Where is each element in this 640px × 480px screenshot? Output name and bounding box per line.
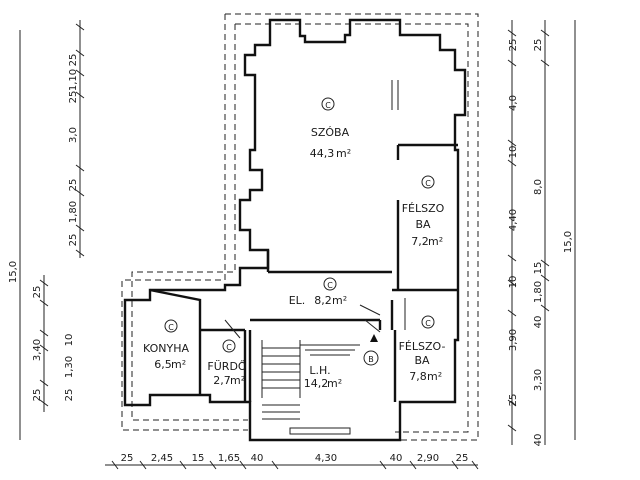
- furdo-wall: [200, 328, 247, 402]
- dim-right-mid-0: 25: [533, 39, 544, 52]
- room-marker-szoba: C: [321, 97, 335, 111]
- room-name-lh: L.H.: [309, 364, 330, 377]
- dim-left-lower-1: 3,40: [32, 339, 43, 361]
- dim-line-left-lower: [39, 275, 49, 412]
- main-wall-outline: [123, 18, 467, 442]
- dim-left-5: 1,80: [68, 201, 79, 223]
- dim-right-mid-2: 15: [533, 262, 544, 275]
- dim-bottom-3: 1,65: [218, 453, 240, 464]
- el-south-wall: [250, 318, 382, 330]
- room-area-szoba: 44,3: [310, 147, 335, 160]
- felszoba-wall: [392, 143, 458, 292]
- dim-line-right-mid: [540, 20, 550, 445]
- staircase: [261, 319, 381, 420]
- dim-bottom-0: 25: [121, 453, 134, 464]
- dim-left-3: 3,0: [68, 127, 79, 143]
- dim-right-6: 3,90: [508, 329, 519, 351]
- dim-right-4: 10: [508, 276, 519, 289]
- room-name-konyha: KONYHA: [143, 342, 189, 355]
- dim-right-total: 15,0: [563, 231, 574, 253]
- room-name-felszoba1: FÉLSZO: [402, 202, 445, 215]
- svg-text:C: C: [168, 323, 174, 332]
- room-marker-konyha: C: [164, 319, 178, 333]
- room-marker-felszoba1: C: [421, 175, 435, 189]
- svg-text:C: C: [327, 281, 333, 290]
- dim-bottom-2: 15: [192, 453, 205, 464]
- dim-left-lower-4: 25: [32, 389, 43, 402]
- dim-left-lower-2: 10: [64, 334, 75, 347]
- room-marker-felszoba2: C: [421, 315, 435, 329]
- room-name-felszoba2: FÉLSZO-: [399, 340, 446, 353]
- dim-right-2: 10: [508, 146, 519, 159]
- room-area-el: 8,2: [314, 294, 332, 307]
- dim-bottom-4: 40: [251, 453, 264, 464]
- dim-right-1: 4,0: [508, 95, 519, 111]
- svg-text:B: B: [368, 355, 374, 364]
- room-name-furdo: FÜRDŐ: [207, 359, 246, 373]
- svg-text:C: C: [425, 179, 431, 188]
- room-name-felszoba1-2: BA: [415, 218, 431, 231]
- dim-left-lower-5: 25: [64, 389, 75, 402]
- el-door-swing: [224, 304, 381, 339]
- dim-left-lower-3: 1,30: [64, 356, 75, 378]
- dim-left-6: 25: [68, 234, 79, 247]
- room-unit-felszoba2: m²: [427, 370, 442, 383]
- dim-right-mid-1: 8,0: [533, 179, 544, 195]
- dim-line-right-inner: [507, 20, 517, 445]
- room-unit-szoba: m²: [336, 147, 351, 160]
- entrance-step: [289, 427, 351, 435]
- szoba-south-wall: [266, 250, 392, 274]
- room-area-konyha: 6,5: [154, 358, 172, 371]
- room-unit-felszoba1: m²: [428, 235, 443, 248]
- dim-left-2: 25: [68, 91, 79, 104]
- dim-left-lower-0: 25: [32, 286, 43, 299]
- inner-dashed-contour: [131, 23, 469, 433]
- dim-right-7: 3,30: [533, 369, 544, 391]
- chimney-lines: [391, 80, 399, 110]
- room-area-felszoba1: 7,2: [411, 235, 429, 248]
- dim-right-3: 4,40: [508, 209, 519, 231]
- room-name-szoba: SZÓBA: [311, 126, 350, 139]
- dim-left-1: 1,10: [68, 69, 79, 91]
- outer-dashed-contour: [121, 13, 479, 441]
- room-unit-el: m²: [332, 294, 347, 307]
- room-area-felszoba2: 7,8: [409, 370, 427, 383]
- dim-bottom-6: 40: [390, 453, 403, 464]
- room-marker-lh: B: [363, 350, 379, 366]
- dim-bottom-5: 4,30: [315, 453, 337, 464]
- room-unit-furdo: m²: [230, 374, 245, 387]
- dim-left-total: 15,0: [8, 261, 19, 283]
- dim-right-0: 25: [508, 39, 519, 52]
- dim-bottom-7: 2,90: [417, 453, 439, 464]
- dim-right-mid-3: 1,80: [533, 281, 544, 303]
- room-marker-el: C: [323, 277, 337, 291]
- konyha-wall: [149, 288, 202, 395]
- room-unit-konyha: m²: [171, 358, 186, 371]
- room-name-felszoba2-2: BA: [414, 354, 430, 367]
- dim-bottom-1: 2,45: [151, 453, 173, 464]
- dim-bottom-8: 25: [456, 453, 469, 464]
- svg-text:C: C: [425, 319, 431, 328]
- dim-right-5: 40: [533, 316, 544, 329]
- room-name-el: EL.: [289, 294, 306, 307]
- up-arrow-icon: [370, 334, 378, 342]
- dim-right-8: 25: [508, 394, 519, 407]
- room-area-lh: 14,2: [304, 377, 329, 390]
- dim-left-4: 25: [68, 179, 79, 192]
- lh-wall: [248, 300, 397, 402]
- dim-line-bottom: [105, 460, 479, 470]
- dim-line-left-upper: [75, 20, 85, 258]
- room-area-furdo: 2,7: [213, 374, 231, 387]
- svg-text:C: C: [325, 101, 331, 110]
- room-unit-lh: m²: [327, 377, 342, 390]
- room-marker-furdo: C: [222, 339, 236, 353]
- svg-text:C: C: [226, 343, 232, 352]
- dim-left-0: 25: [68, 54, 79, 67]
- dim-right-9: 40: [533, 434, 544, 447]
